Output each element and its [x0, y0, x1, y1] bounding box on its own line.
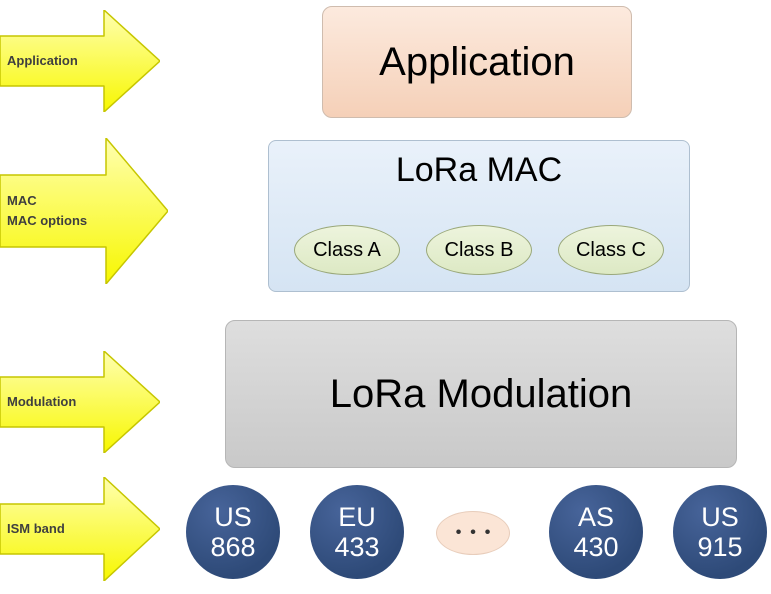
- lora-modulation-box: LoRa Modulation: [225, 320, 737, 468]
- band-circle-us-915: US 915: [673, 485, 767, 579]
- arrow-label-line: MAC options: [7, 213, 88, 228]
- band-circle-eu-433: EU 433: [310, 485, 404, 579]
- band-circle-as-430: AS 430: [549, 485, 643, 579]
- ellipsis-dots: • • •: [455, 524, 491, 541]
- band-frequency: 433: [334, 532, 380, 562]
- mac-class-row: Class A Class B Class C: [294, 225, 664, 275]
- class-c-label: Class C: [575, 238, 646, 261]
- band-region: US: [701, 501, 739, 532]
- band-region: AS: [577, 501, 615, 532]
- lora-mac-box: LoRa MAC Class A Class B Class C: [268, 140, 690, 292]
- arrow-label-line: Modulation: [7, 394, 77, 409]
- arrow-label-line: ISM band: [7, 521, 65, 536]
- right-arrow-icon: [0, 477, 160, 581]
- class-a-ellipse: Class A: [294, 225, 400, 275]
- class-c-ellipse: Class C: [558, 225, 664, 275]
- class-a-label: Class A: [313, 238, 381, 261]
- arrow-label-ism-band: ISM band: [7, 477, 107, 581]
- more-bands-ellipsis: • • •: [436, 511, 510, 555]
- arrow-label-modulation: Modulation: [7, 351, 107, 453]
- arrow-label-line: Application: [7, 53, 78, 68]
- class-b-ellipse: Class B: [426, 225, 532, 275]
- right-arrow-icon: [0, 138, 168, 284]
- band-frequency: 915: [697, 532, 743, 562]
- application-box-label: Application: [379, 39, 575, 84]
- lora-mac-title: LoRa MAC: [395, 151, 563, 189]
- right-arrow-icon: [0, 351, 160, 453]
- mac-layer-arrow: MAC MAC options: [0, 138, 168, 284]
- arrow-label-mac: MAC MAC options: [7, 138, 107, 284]
- lora-modulation-label: LoRa Modulation: [329, 371, 633, 416]
- right-arrow-icon: [0, 10, 160, 112]
- class-b-label: Class B: [444, 238, 514, 261]
- arrow-label-application: Application: [7, 10, 107, 112]
- application-box: Application: [322, 6, 632, 118]
- application-layer-arrow: Application: [0, 10, 160, 112]
- ism-band-layer-arrow: ISM band: [0, 477, 160, 581]
- band-circle-us-868: US 868: [186, 485, 280, 579]
- modulation-layer-arrow: Modulation: [0, 351, 160, 453]
- band-frequency: 868: [210, 532, 256, 562]
- arrow-label-line: MAC: [7, 193, 37, 208]
- band-frequency: 430: [573, 532, 619, 562]
- band-region: US: [214, 501, 252, 532]
- band-region: EU: [338, 501, 376, 532]
